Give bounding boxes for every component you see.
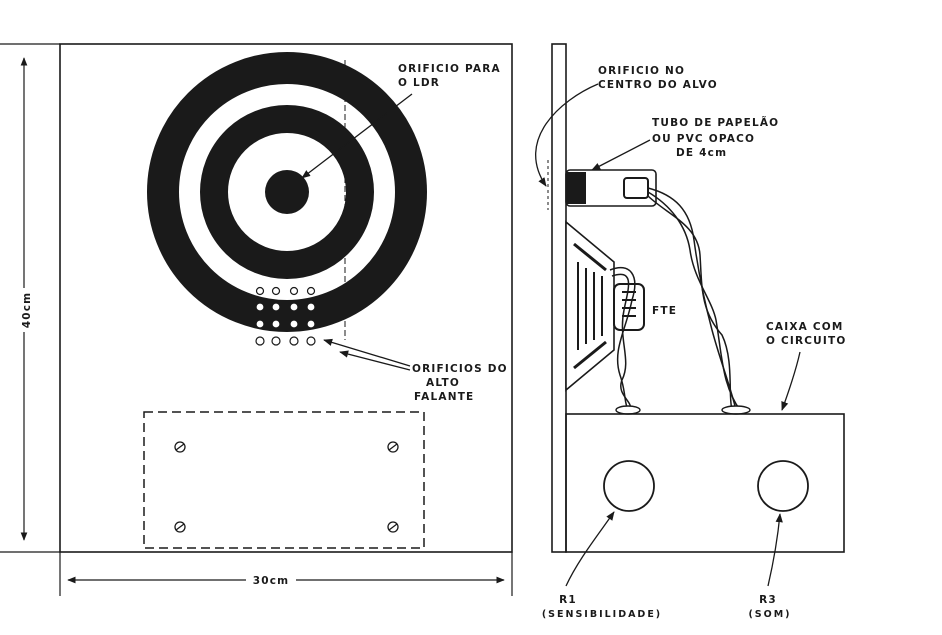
ldr-wires — [647, 187, 741, 411]
target-hole-label-line-2: CENTRO DO ALVO — [598, 79, 718, 91]
box-leader — [781, 351, 801, 411]
front-view: 40cm 30cm ORIFICIO PARA O LDR — [0, 43, 513, 596]
side-view: ORIFICIO NO CENTRO DO ALVO TUBO DE PAPEL… — [535, 43, 847, 620]
tube-label-line-3: DE 4cm — [676, 147, 727, 159]
knob-r1 — [603, 460, 655, 512]
target-hole-label-line-1: ORIFICIO NO — [598, 65, 685, 77]
box-callout: CAIXA COM O CIRCUITO — [766, 321, 847, 411]
box-label-line-1: CAIXA COM — [766, 321, 844, 333]
speaker-holes-label-line-2: ALTO — [426, 377, 460, 389]
ldr-hole-label-line-2: O LDR — [398, 77, 440, 89]
knob-r3-label-line-1: R3 — [759, 594, 777, 606]
knob-r1-label-line-2: (SENSIBILIDADE) — [542, 609, 662, 620]
side-board — [551, 43, 567, 553]
target-hole-callout: ORIFICIO NO CENTRO DO ALVO — [535, 65, 718, 210]
target-hole-leader — [535, 83, 599, 187]
knob-r3-leader — [767, 513, 783, 587]
ldr-hole-callout: ORIFICIO PARA O LDR — [301, 63, 501, 179]
mounting-screws — [174, 441, 399, 533]
tube-label-line-2: OU PVC OPACO — [652, 133, 755, 145]
height-label: 40cm — [21, 292, 33, 329]
ldr-tube — [565, 169, 657, 207]
knob-r3 — [757, 460, 809, 512]
target-rings — [147, 52, 427, 332]
width-label: 30cm — [253, 575, 290, 587]
speaker-holes-label-line-3: FALANTE — [414, 391, 474, 403]
speaker-label: FTE — [652, 305, 677, 317]
speaker-wires — [609, 266, 636, 411]
tube-callout: TUBO DE PAPELÃO OU PVC OPACO DE 4cm — [591, 116, 779, 171]
height-dimension: 40cm — [0, 43, 60, 553]
speaker-holes-callout: ORIFICIOS DO ALTO FALANTE — [323, 338, 508, 403]
ldr-hole-leader — [301, 93, 413, 179]
knob-r1-label-line-1: R1 — [559, 594, 577, 606]
hidden-circuit-box — [143, 411, 425, 549]
ldr-hole-label-line-1: ORIFICIO PARA — [398, 63, 501, 75]
speaker-holes — [255, 286, 316, 346]
ldr-sensor — [623, 177, 649, 199]
wire-grommet-left — [615, 405, 641, 415]
target-bullseye — [265, 170, 309, 214]
knob-r3-label-line-2: (SOM) — [748, 609, 791, 620]
box-label-line-2: O CIRCUITO — [766, 335, 847, 347]
width-dimension: 30cm — [59, 552, 513, 596]
circuit-box — [565, 413, 845, 553]
speaker: FTE — [565, 220, 677, 392]
knob-r1-leader — [565, 511, 615, 587]
speaker-holes-label-line-1: ORIFICIOS DO — [412, 363, 508, 375]
tube-label-line-1: TUBO DE PAPELÃO — [652, 116, 779, 129]
tube-leader — [591, 139, 651, 171]
wire-grommet-right — [721, 405, 751, 415]
knob-r1-callout: R1 (SENSIBILIDADE) — [542, 511, 662, 620]
front-board — [59, 43, 513, 553]
knob-r3-callout: R3 (SOM) — [748, 513, 791, 620]
